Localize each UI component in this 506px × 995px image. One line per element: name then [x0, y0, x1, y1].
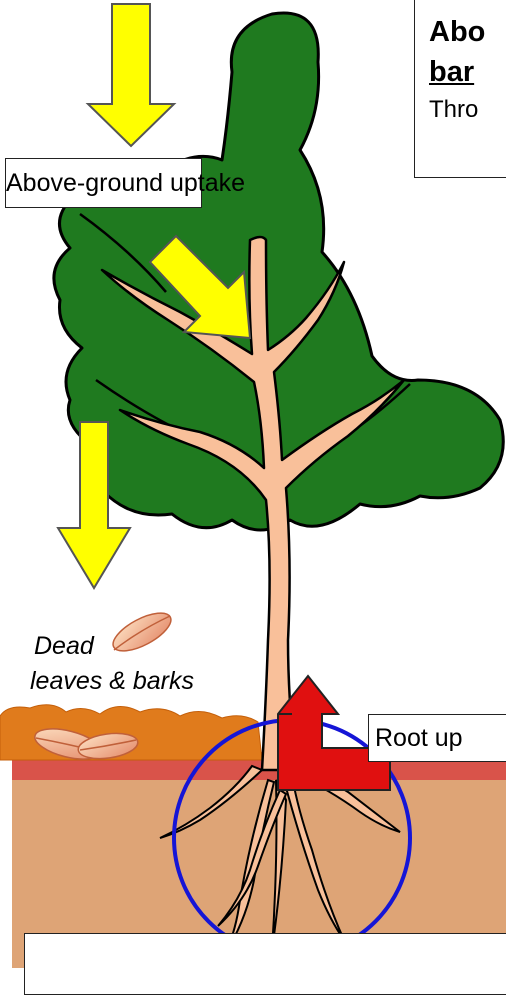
- dead-leaves-label-line-2: leaves & barks: [30, 667, 194, 696]
- heading-box: Abo bar Thro: [414, 0, 506, 178]
- leaf-icon: [108, 605, 177, 658]
- bottom-caption-box: [24, 933, 506, 995]
- down-arrow-icon: [88, 4, 174, 146]
- heading-line-1: Abo: [429, 12, 506, 52]
- heading-line-3: Thro: [429, 92, 506, 128]
- heading-line-2: bar: [429, 52, 506, 92]
- dead-leaves-label-line-1: Dead: [34, 632, 94, 661]
- above-ground-uptake-label: Above-ground uptake: [5, 158, 202, 208]
- root-uptake-label: Root up: [368, 714, 506, 762]
